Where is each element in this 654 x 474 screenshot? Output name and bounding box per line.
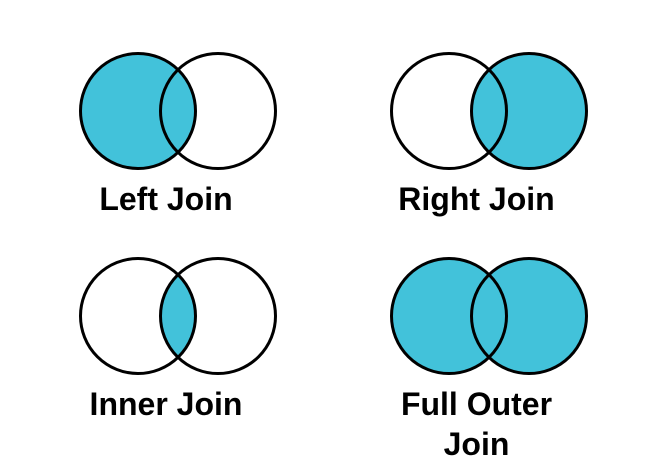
venn-label-right-join: Right Join bbox=[398, 181, 555, 217]
left-circle-outline bbox=[79, 52, 197, 170]
venn-label-inner-join: Inner Join bbox=[89, 386, 243, 422]
venn-diagram-left-join: Left Join bbox=[75, 49, 279, 219]
venn-diagram-right-join: Right Join bbox=[386, 49, 590, 219]
venn-diagram-full-outer-join: Full Outer Join bbox=[382, 254, 594, 464]
right-circle-outline bbox=[469, 52, 588, 170]
left-circle-outline bbox=[79, 257, 197, 375]
right-circle-outline bbox=[469, 257, 588, 375]
venn-circles-right-join bbox=[389, 52, 588, 170]
venn-label-full-outer-join: Full Outer Join bbox=[400, 386, 553, 462]
venn-circles-inner-join bbox=[79, 257, 277, 375]
left-circle-outline bbox=[389, 257, 508, 375]
venn-label-left-join: Left Join bbox=[99, 181, 233, 217]
right-circle-outline bbox=[159, 257, 277, 375]
right-circle-outline bbox=[159, 52, 277, 170]
left-circle-outline bbox=[389, 52, 508, 170]
venn-circles-left-join bbox=[79, 52, 277, 170]
venn-diagram-inner-join: Inner Join bbox=[75, 254, 279, 424]
venn-circles-full-outer-join bbox=[389, 257, 588, 375]
